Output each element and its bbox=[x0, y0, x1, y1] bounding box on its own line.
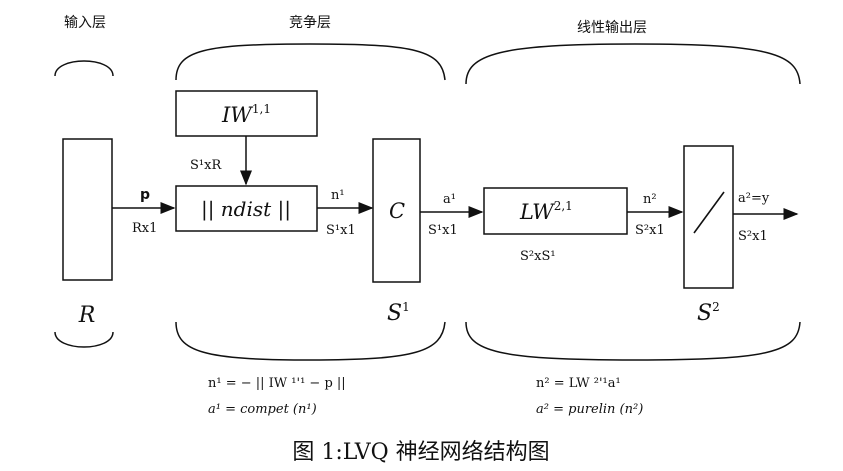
purelin-box bbox=[683, 145, 734, 289]
a2-dim-label: S²x1 bbox=[738, 229, 768, 244]
equation-n2: n² = LW ²'¹a¹ bbox=[536, 376, 621, 391]
equation-a2: a² = purelin (n²) bbox=[536, 402, 643, 417]
output-bottom-brace bbox=[465, 321, 801, 361]
n2-dim-label: S²x1 bbox=[635, 223, 665, 238]
input-size-label: R bbox=[78, 303, 96, 328]
iw-label: IW1,1 bbox=[221, 102, 271, 127]
n1-dim-label: S¹x1 bbox=[326, 223, 356, 238]
linear-output-layer-title: 线性输出层 bbox=[577, 20, 647, 36]
n2-label: n² bbox=[643, 192, 657, 207]
p-label: p bbox=[140, 187, 150, 203]
compet-box bbox=[372, 138, 421, 283]
iw-dim-label: S¹xR bbox=[190, 158, 222, 173]
a1-dim-label: S¹x1 bbox=[428, 223, 458, 238]
rx1-label: Rx1 bbox=[132, 221, 157, 236]
s1-label: S1 bbox=[387, 300, 410, 326]
a2-label: a²=y bbox=[738, 191, 770, 206]
a1-label: a¹ bbox=[443, 192, 456, 207]
input-bottom-brace bbox=[54, 331, 114, 348]
figure-caption: 图 1:LVQ 神经网络结构图 bbox=[292, 440, 549, 465]
equation-n1: n¹ = − || IW ¹'¹ − p || bbox=[208, 376, 346, 391]
competitive-top-brace bbox=[175, 43, 446, 81]
s2-label: S2 bbox=[697, 300, 720, 326]
lw-dim-label: S²xS¹ bbox=[520, 249, 556, 264]
lw-label: LW2,1 bbox=[519, 199, 573, 224]
compet-label: C bbox=[389, 199, 405, 223]
equation-a1: a¹ = compet (n¹) bbox=[208, 402, 317, 417]
competitive-layer-title: 竞争层 bbox=[289, 14, 331, 31]
input-top-brace bbox=[54, 60, 114, 77]
purelin-icon bbox=[693, 191, 725, 234]
lw-weight-box bbox=[483, 187, 628, 235]
ndist-label: || ndist || bbox=[201, 197, 291, 222]
input-layer-title: 输入层 bbox=[64, 15, 106, 31]
output-top-brace bbox=[465, 43, 801, 85]
n1-label: n¹ bbox=[331, 188, 345, 203]
competitive-bottom-brace bbox=[175, 321, 446, 361]
input-vector-box bbox=[62, 138, 113, 281]
